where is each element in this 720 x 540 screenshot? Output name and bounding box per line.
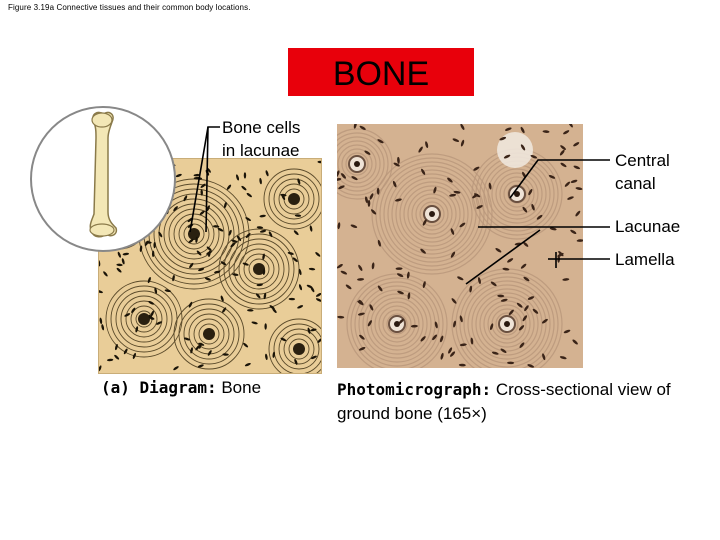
osteon <box>173 298 245 370</box>
label-bone-cells-line1: Bone cells <box>222 118 301 137</box>
photomicrograph-panel <box>337 124 583 368</box>
ground-bone-photomicrograph <box>337 124 583 368</box>
photomicrograph-caption: Photomicrograph: Cross-sectional view of… <box>337 378 697 426</box>
central-canal <box>188 228 200 240</box>
central-canal <box>288 193 300 205</box>
label-bone-cells: Bone cells in lacunae <box>222 116 300 162</box>
title-banner: BONE <box>288 48 474 96</box>
label-central-canal: Central canal <box>615 149 670 195</box>
femur-illustration-circle <box>30 106 176 252</box>
osteon <box>268 318 321 373</box>
label-lamella: Lamella <box>615 250 675 269</box>
label-bone-cells-line2: in lacunae <box>222 141 300 160</box>
diagram-caption: (a) Diagram: Bone <box>101 378 261 398</box>
diagram-caption-rest: Bone <box>216 378 262 397</box>
osteon <box>263 168 321 230</box>
central-canal <box>138 313 150 325</box>
figure-caption: Figure 3.19a Connective tissues and thei… <box>8 3 251 12</box>
label-central-canal-line2: canal <box>615 174 656 193</box>
photo-caption-bold: Photomicrograph: <box>337 380 492 399</box>
central-canal <box>293 343 305 355</box>
photo-texture <box>337 128 563 368</box>
photo-caption-rest: Cross-sectional view of ground bone (165… <box>337 380 671 423</box>
label-lacunae: Lacunae <box>615 217 681 236</box>
diagram-caption-bold: (a) Diagram: <box>101 378 217 397</box>
central-canal <box>203 328 215 340</box>
femur-illustration <box>89 111 118 238</box>
central-canal <box>253 263 265 275</box>
label-central-canal-line1: Central <box>615 151 670 170</box>
osteon <box>218 228 300 310</box>
title-text: BONE <box>332 55 430 93</box>
